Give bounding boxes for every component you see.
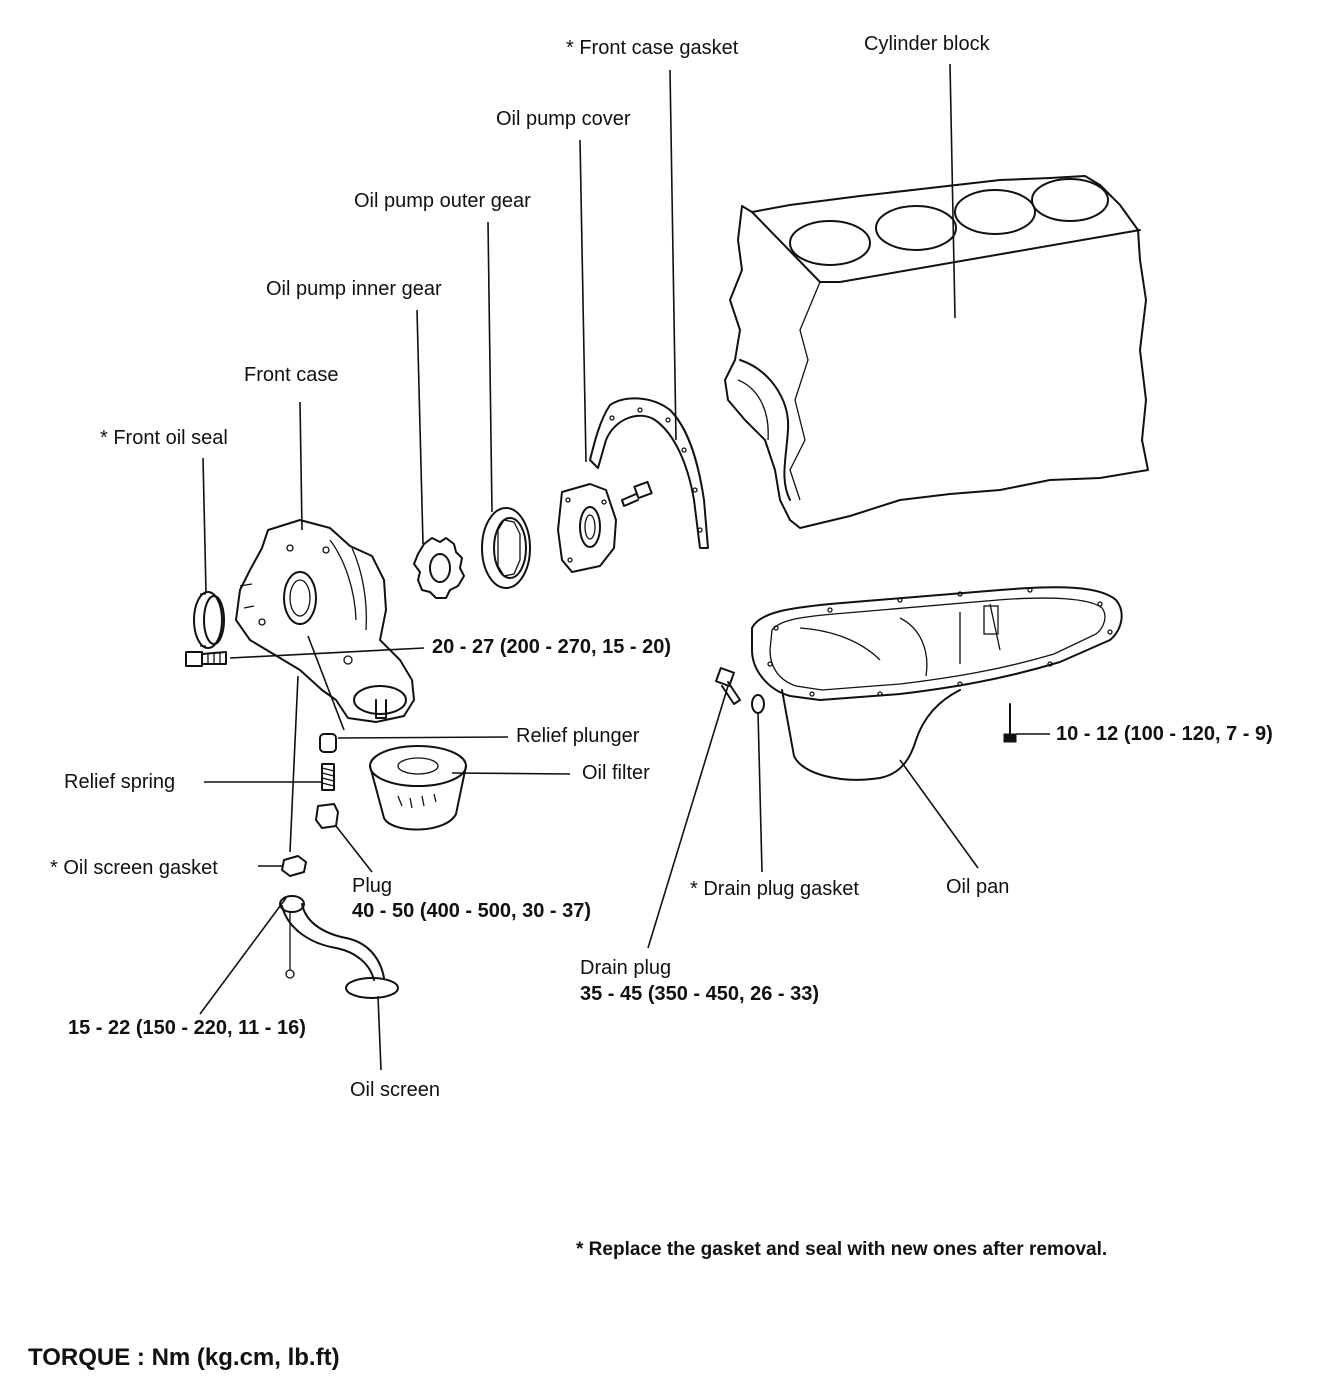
oil-pan-bolt-drawing bbox=[1003, 703, 1017, 743]
front-oil-seal-drawing bbox=[193, 591, 225, 649]
oil-pan-bolt-torque-label: 10 - 12 (100 - 120, 7 - 9) bbox=[1056, 723, 1273, 745]
relief-spring-drawing bbox=[321, 763, 335, 791]
drain-plug-torque-label: 35 - 45 (350 - 450, 26 - 33) bbox=[580, 983, 820, 1005]
oil-pan-label: Oil pan bbox=[946, 876, 1010, 898]
oil-pump-inner-gear-label: Oil pump inner gear bbox=[266, 278, 442, 300]
drain-plug-gasket-label: * Drain plug gasket bbox=[690, 878, 859, 900]
drain-plug-label: Drain plug bbox=[580, 957, 672, 979]
drain-plug-drawing bbox=[715, 667, 741, 705]
cylinder-block-label: Cylinder block bbox=[864, 33, 990, 55]
oil-pump-cover-drawing bbox=[557, 483, 617, 573]
relief-plunger-label: Relief plunger bbox=[516, 725, 640, 747]
relief-plunger-drawing bbox=[319, 733, 337, 753]
oil-screen-drawing bbox=[279, 895, 399, 999]
front-oil-seal-label: * Front oil seal bbox=[100, 427, 228, 449]
front-case-gasket-drawing bbox=[589, 397, 709, 549]
oil-screen-label: Oil screen bbox=[350, 1079, 441, 1101]
oil-pump-outer-gear-label: Oil pump outer gear bbox=[354, 190, 531, 212]
front-case-drawing bbox=[235, 519, 415, 723]
front-case-bolt-torque-label: 20 - 27 (200 - 270, 15 - 20) bbox=[432, 636, 672, 658]
torque-units-title: TORQUE : Nm (kg.cm, lb.ft) bbox=[28, 1344, 340, 1371]
oil-filter-drawing bbox=[369, 745, 467, 831]
plug-drawing bbox=[315, 803, 339, 829]
oil-pan-drawing bbox=[751, 586, 1123, 781]
oil-pump-cover-label: Oil pump cover bbox=[496, 108, 631, 130]
oil-screen-gasket-label: * Oil screen gasket bbox=[50, 857, 218, 879]
oil-filter-label: Oil filter bbox=[582, 762, 650, 784]
cover-bolt-drawing bbox=[621, 480, 653, 507]
oil-screen-gasket-drawing bbox=[281, 855, 307, 877]
oil-pump-inner-gear-drawing bbox=[413, 537, 465, 599]
oil-screen-torque-label: 15 - 22 (150 - 220, 11 - 16) bbox=[68, 1017, 306, 1039]
front-case-label: Front case bbox=[244, 364, 339, 386]
plug-torque-label: 40 - 50 (400 - 500, 30 - 37) bbox=[352, 900, 592, 922]
cylinder-block-drawing bbox=[724, 175, 1149, 529]
front-case-gasket-label: * Front case gasket bbox=[566, 37, 739, 59]
footnote: * Replace the gasket and seal with new o… bbox=[576, 1239, 1108, 1260]
plug-label: Plug bbox=[352, 875, 393, 897]
relief-spring-label: Relief spring bbox=[64, 771, 176, 793]
front-case-bolt-drawing bbox=[185, 651, 227, 667]
drain-plug-gasket-drawing bbox=[751, 694, 765, 714]
leader-lines bbox=[199, 63, 1050, 1071]
oil-pump-outer-gear-drawing bbox=[481, 507, 531, 589]
